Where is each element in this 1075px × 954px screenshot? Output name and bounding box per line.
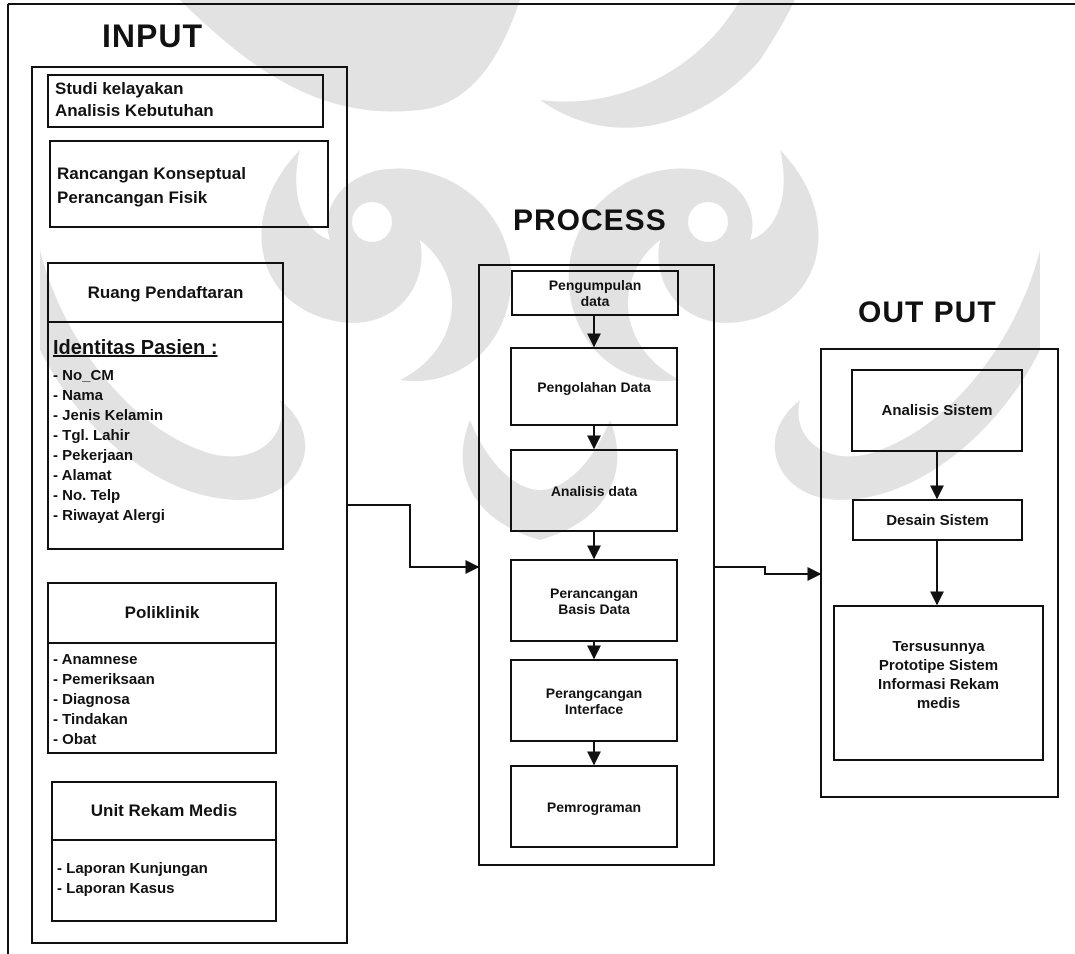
poliklinik-items: - Anamnese - Pemeriksaan - Diagnosa - Tinda… <box>53 650 271 750</box>
process-step-4-line-2: Basis Data <box>558 600 630 617</box>
registration-items: - No_CM - Nama - Jenis Kelamin - Tgl. Lahir… <box>53 366 278 526</box>
input-container <box>31 66 348 944</box>
registration-item: - No_CM <box>53 367 114 384</box>
output-step-1-text: Analisis Sistem <box>881 402 993 419</box>
process-step-1-line-1: Pengumpulan <box>548 277 642 293</box>
rekam-items: - Laporan Kunjungan - Laporan Kasus <box>57 859 271 899</box>
process-step-6: Pemrograman <box>510 765 678 848</box>
process-step-5: Perangcangan Interface <box>510 659 678 742</box>
poliklinik-title: Poliklinik <box>124 603 200 622</box>
process-step-2: Pengolahan Data <box>510 347 678 426</box>
poliklinik-item: - Pemeriksaan <box>53 671 155 688</box>
input-box-design: Rancangan Konseptual Perancangan Fisik <box>49 140 329 228</box>
registration-title: Ruang Pendaftaran <box>87 282 244 302</box>
poliklinik-item: - Anamnese <box>53 651 138 668</box>
design-line-2: Perancangan Fisik <box>57 188 208 207</box>
output-step-3-line-2: Prototipe Sistem <box>878 657 999 674</box>
arrow-input-to-process <box>348 504 480 574</box>
arrow-process-to-output <box>715 566 822 581</box>
registration-title-box: Ruang Pendaftaran <box>47 262 284 323</box>
process-step-1-line-2: data <box>580 293 610 309</box>
rekam-item: - Laporan Kasus <box>57 880 175 897</box>
poliklinik-title-box: Poliklinik <box>47 582 277 644</box>
registration-list-box: Identitas Pasien : - No_CM - Nama - Jenis … <box>47 321 284 550</box>
process-step-1: Pengumpulan data <box>511 270 679 316</box>
output-container <box>820 348 1059 798</box>
poliklinik-item: - Tindakan <box>53 711 128 728</box>
registration-item: - No. Telp <box>53 487 121 504</box>
output-step-2-text: Desain Sistem <box>886 511 989 529</box>
poliklinik-list-box: - Anamnese - Pemeriksaan - Diagnosa - Tinda… <box>47 642 277 754</box>
output-step-3-line-3: Informasi Rekam <box>878 676 999 693</box>
registration-item: - Tgl. Lahir <box>53 427 130 444</box>
process-container <box>478 264 715 866</box>
output-step-3: Tersusunnya Prototipe Sistem Informasi R… <box>833 605 1044 761</box>
rekam-title: Unit Rekam Medis <box>90 801 238 820</box>
registration-item: - Pekerjaan <box>53 447 134 464</box>
registration-item: - Nama <box>53 387 104 404</box>
output-step-3-line-4: medis <box>916 695 961 712</box>
output-step-2: Desain Sistem <box>852 499 1023 541</box>
process-heading: PROCESS <box>513 204 667 237</box>
process-step-2-line-1: Pengolahan Data <box>537 378 651 395</box>
output-heading: OUT PUT <box>858 296 997 329</box>
process-step-3-line-1: Analisis data <box>550 482 638 499</box>
feasibility-line-1: Studi kelayakan <box>55 79 184 98</box>
registration-item: - Alamat <box>53 467 112 484</box>
registration-item: - Jenis Kelamin <box>53 407 164 424</box>
feasibility-line-2: Analisis Kebutuhan <box>55 101 214 120</box>
rekam-list-box: - Laporan Kunjungan - Laporan Kasus <box>51 839 277 922</box>
registration-item: - Riwayat Alergi <box>53 507 165 524</box>
input-box-feasibility: Studi kelayakan Analisis Kebutuhan <box>47 74 324 128</box>
poliklinik-item: - Diagnosa <box>53 691 130 708</box>
output-step-1: Analisis Sistem <box>851 369 1023 452</box>
output-step-3-line-1: Tersusunnya <box>892 638 985 655</box>
process-step-4-line-1: Perancangan <box>550 584 638 601</box>
rekam-item: - Laporan Kunjungan <box>57 860 208 877</box>
rekam-title-box: Unit Rekam Medis <box>51 781 277 841</box>
process-step-3: Analisis data <box>510 449 678 532</box>
process-step-5-line-2: Interface <box>564 700 624 717</box>
design-line-1: Rancangan Konseptual <box>57 164 246 183</box>
process-step-4: Perancangan Basis Data <box>510 559 678 642</box>
poliklinik-item: - Obat <box>53 731 97 748</box>
input-heading: INPUT <box>102 18 203 54</box>
process-step-6-line-1: Pemrograman <box>546 798 642 815</box>
registration-subtitle: Identitas Pasien : <box>53 337 218 359</box>
process-step-5-line-1: Perangcangan <box>545 684 643 701</box>
